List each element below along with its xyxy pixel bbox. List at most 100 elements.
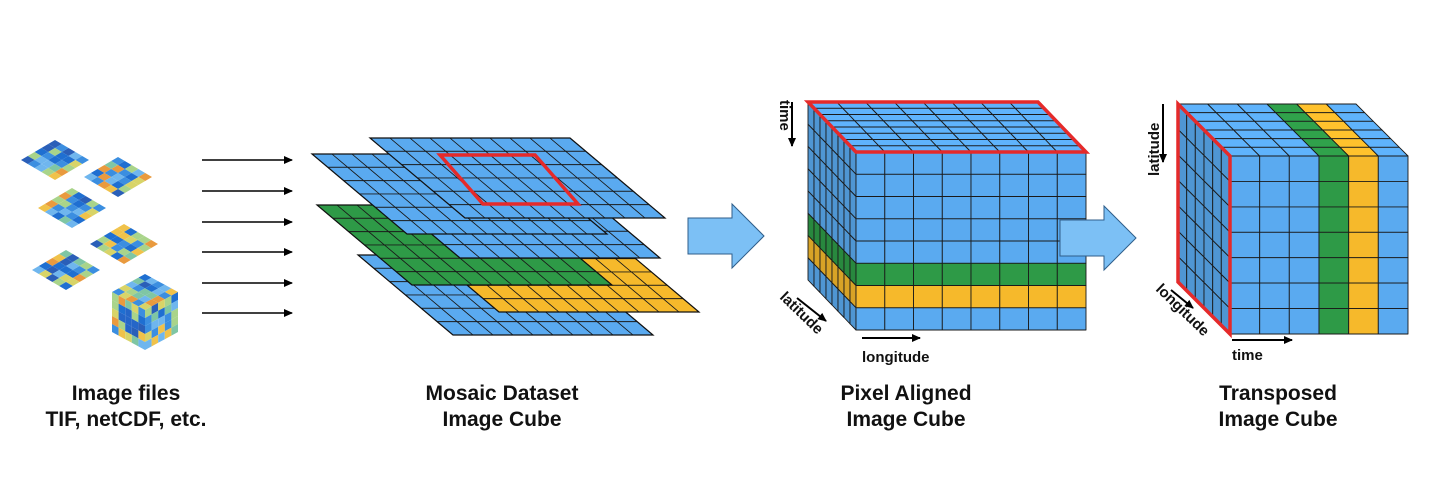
image-cube-cell	[151, 334, 159, 347]
cube-front-cell	[1348, 231, 1379, 259]
cube-front-cell	[1348, 257, 1379, 284]
image-cube-cell	[112, 308, 119, 320]
cube-front-cell	[1348, 155, 1379, 182]
cube-front-cell	[1288, 308, 1320, 335]
image-cube-cell	[131, 302, 139, 315]
image-tile-cell	[103, 248, 118, 256]
cube-front-cell	[1348, 282, 1379, 310]
image-tile-cell	[117, 256, 131, 264]
cube-front-cell	[941, 151, 972, 175]
cube-front-cell	[1028, 240, 1058, 264]
image-cube-cell	[131, 326, 139, 339]
image-cube-cell	[171, 292, 178, 304]
cube-front-cell	[999, 218, 1029, 242]
image-cube-cell	[138, 322, 145, 334]
image-cube-cell	[131, 292, 145, 300]
cube-front-cell	[913, 307, 943, 331]
time-axis-indicator-transposed: time	[1232, 336, 1293, 364]
cube-front-cell	[999, 196, 1029, 220]
cube-front-cell	[1348, 180, 1379, 208]
image-cube-cell	[171, 308, 178, 320]
image-cube-cell	[158, 284, 172, 292]
image-cube-cell	[138, 274, 152, 282]
cube-front-cell	[1229, 155, 1261, 182]
cube-front-cell	[999, 151, 1029, 175]
image-cube-cell	[125, 307, 132, 319]
image-file-tiles	[21, 140, 178, 350]
cube-front-cell	[1259, 155, 1290, 182]
image-cube-cell	[158, 292, 172, 300]
image-cube-cell	[131, 334, 139, 347]
cube-front-cell	[1028, 218, 1058, 242]
image-cube-cell	[145, 299, 159, 307]
cube-front-cell	[855, 196, 886, 220]
cube-side-highlight	[1176, 99, 1232, 339]
cube-front-cell	[884, 173, 914, 197]
image-cube-cell	[145, 338, 152, 350]
cube-front-cell	[1377, 308, 1409, 335]
cube-front-cell	[1229, 231, 1261, 259]
cube-front-cell	[884, 240, 914, 264]
image-cube-cell	[164, 327, 172, 340]
cube-front-cell	[855, 285, 886, 309]
image-tile-cell	[130, 248, 145, 256]
cube-front-cell	[1056, 307, 1087, 331]
image-cube-cell	[131, 284, 145, 292]
cube-front-cell	[970, 307, 1001, 331]
image-cube-cell	[138, 288, 152, 296]
caption-pixel-aligned-line2: Image Cube	[846, 408, 966, 431]
image-tile-cell	[90, 240, 104, 248]
block-arrow-shape	[687, 202, 765, 270]
cube-front-cell	[941, 196, 972, 220]
image-cube-cell	[145, 306, 152, 318]
cube-front-cell	[970, 196, 1001, 220]
longitude-axis-label: longitude	[862, 349, 930, 366]
image-tile-cell	[97, 181, 112, 189]
cube-front-cell	[1259, 180, 1290, 208]
cube-front-cell	[1318, 257, 1350, 284]
cube-front-cell	[1288, 282, 1320, 310]
cube-front-cell	[884, 262, 914, 286]
cube-front-cell	[1377, 231, 1409, 259]
mosaic-layer-blue-outline	[368, 137, 667, 219]
image-tile-cell	[48, 164, 62, 172]
image-tile-cell	[48, 172, 62, 180]
cube-front-cell	[1056, 262, 1087, 286]
image-cube-cell	[158, 331, 165, 343]
image-cube-cell	[145, 314, 152, 326]
image-tile-cell	[55, 152, 69, 160]
image-cube-cell	[118, 295, 126, 308]
cube-front-cell	[941, 218, 972, 242]
image-tile-cell	[138, 173, 152, 181]
image-cube-cell	[125, 315, 132, 327]
image-tile-cell	[65, 220, 79, 228]
cube-front-cell	[970, 173, 1001, 197]
image-tile-cell	[124, 181, 139, 189]
image-cube-cell	[125, 288, 139, 296]
latitude-axis-label: latitude	[776, 289, 826, 338]
image-cube-cell	[158, 315, 165, 327]
cube-top-highlight	[803, 100, 1091, 154]
block-arrow-right-icon	[687, 202, 765, 270]
cube-front-cell	[1377, 206, 1409, 233]
block-arrow-shape	[1059, 204, 1137, 272]
cube-front-cell	[855, 262, 886, 286]
cube-front-cell	[1259, 231, 1290, 259]
image-cube-cell	[125, 331, 132, 343]
cube-front-cell	[855, 173, 886, 197]
pixel-aligned-cube	[803, 100, 1091, 331]
cube-front-cell	[1056, 173, 1087, 197]
cube-front-cell	[941, 173, 972, 197]
image-tile-cell	[86, 266, 100, 274]
time-axis-label: time	[776, 100, 793, 131]
cube-front-cell	[1056, 285, 1087, 309]
cube-front-cell	[1318, 180, 1350, 208]
image-tile-cell	[41, 160, 55, 168]
cube-front-cell	[1318, 231, 1350, 259]
caption-image-files-line2: TIF, netCDF, etc.	[45, 408, 207, 431]
image-tile-cell	[92, 204, 106, 212]
image-cube-cell	[125, 281, 139, 289]
cube-front-cell	[1288, 155, 1320, 182]
image-cube-cell	[131, 318, 139, 331]
caption-transposed-line2: Image Cube	[1218, 408, 1338, 431]
